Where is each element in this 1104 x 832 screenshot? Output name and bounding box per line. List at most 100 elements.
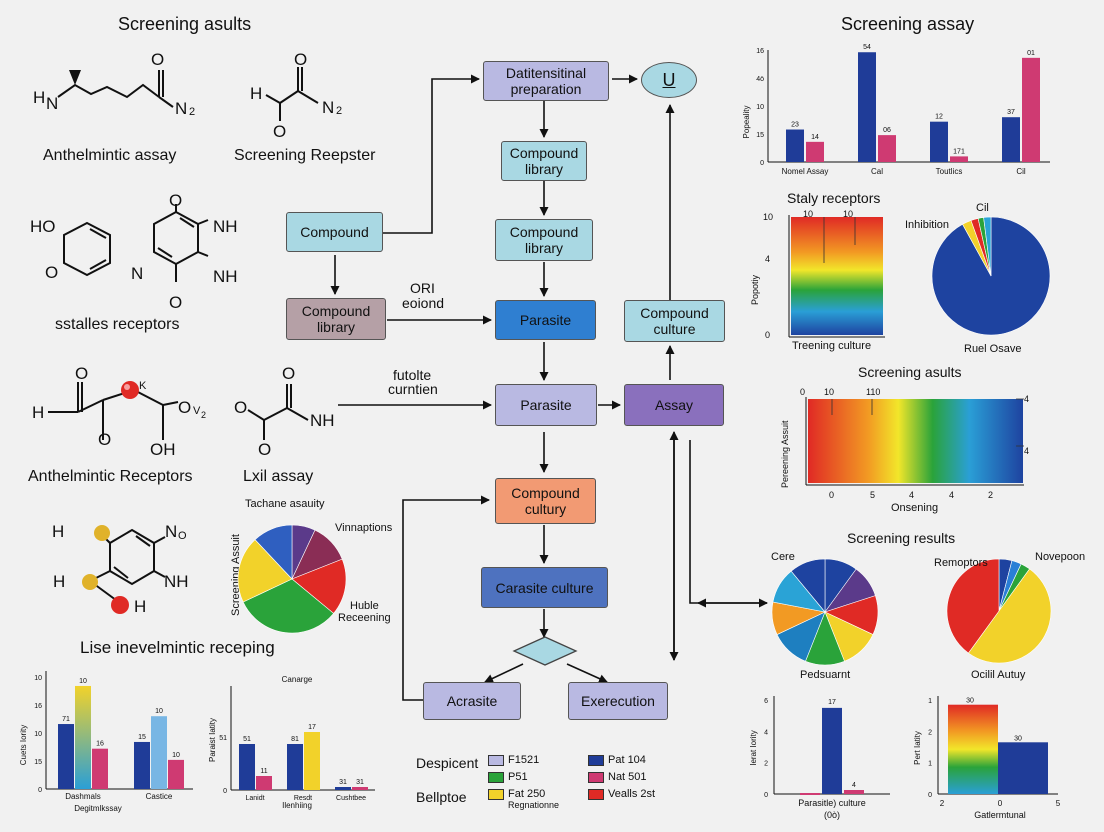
- bar: [256, 776, 272, 790]
- mol5-o: O: [75, 364, 89, 383]
- y-tick-label: 0: [760, 160, 764, 167]
- x-tick-label: Lanidt: [245, 795, 264, 802]
- bar-series-2: [806, 141, 824, 162]
- heat2-xlabel: Onsening: [891, 502, 939, 514]
- flow-parasite-2[interactable]: Parasite: [495, 384, 597, 426]
- heat1-tick-0: 0: [765, 330, 771, 340]
- pie-left-label-bottom1: Huble: [350, 600, 379, 612]
- bar-data-label: 30: [1014, 735, 1022, 742]
- mol5-k: K: [139, 380, 147, 392]
- y-tick-label: 4ö: [756, 76, 764, 83]
- y-tick-label: 0: [38, 787, 42, 794]
- caption-anthelmintic-receptors: Anthelmintic Receptors: [28, 468, 193, 485]
- y-tick-label: 6: [764, 698, 768, 705]
- mol6-o-bottom: O: [258, 440, 272, 459]
- pie-r1-label-cil: Cil: [976, 202, 989, 214]
- flow-u-oval[interactable]: U: [641, 62, 697, 98]
- bar: [92, 748, 108, 789]
- bar: [998, 742, 1048, 794]
- heat1-top-1: 10: [803, 209, 814, 219]
- pie-slice: [946, 558, 1000, 654]
- flow-assay-label: Assay: [654, 397, 694, 413]
- bar-series-1: [858, 52, 876, 162]
- mol1-h: H: [33, 88, 46, 107]
- bar: [822, 707, 842, 794]
- flow-exerecution-label: Exerecution: [581, 693, 655, 709]
- y-tick-label: 10: [34, 731, 42, 738]
- mol4-nh-top: NH: [213, 217, 238, 236]
- pie-r1-bottom: Ruel Osave: [964, 343, 1022, 355]
- x-tick-label: 5: [1056, 799, 1061, 808]
- y-tick-label: 1: [928, 698, 932, 705]
- bar-data-label: 23: [791, 122, 799, 129]
- heat2-right-2: 4: [1024, 446, 1030, 456]
- bar-data-label: 01: [1027, 50, 1035, 57]
- bar-data-label: 06: [883, 127, 891, 134]
- screening-asults-title: Screening asults: [858, 364, 962, 380]
- flow-lib2-line1: Compound: [509, 224, 579, 240]
- flow-carasite-culture[interactable]: Carasite culture: [481, 567, 608, 608]
- pie-slice: [983, 216, 992, 277]
- bar: [352, 787, 368, 790]
- y-axis-label: Popeality: [742, 106, 751, 139]
- bar: [75, 685, 91, 789]
- flow-culture1-line2: culture: [653, 321, 696, 337]
- flow-cultury-line1: Compound: [511, 485, 580, 501]
- bar-data-label: 10: [172, 752, 180, 759]
- mol2-n: N: [322, 98, 335, 117]
- bar-series-1: [930, 121, 948, 162]
- pie-r3-label-right: Novepoon: [1035, 551, 1086, 563]
- screening-results-title: Screening results: [847, 530, 956, 546]
- section-lise-inevelmintic: Lise inevelmintic receping: [80, 638, 275, 657]
- y-tick-label: 2: [928, 729, 932, 736]
- bar-data-label: 14: [811, 134, 819, 141]
- bar-data-label: 30: [966, 698, 974, 705]
- mol2-sub: 2: [336, 105, 343, 117]
- heatmap-2: [805, 397, 1024, 486]
- heat2-xtick-2: 5: [870, 490, 876, 500]
- bar: [151, 716, 167, 789]
- bar: [304, 732, 320, 790]
- bar-data-label: 37: [1007, 109, 1015, 116]
- mol4-nh-bottom: NH: [213, 267, 238, 286]
- legend-item-2: Pat 104: [608, 754, 646, 766]
- molecule-6: [247, 384, 309, 440]
- molecule-2: [265, 67, 319, 121]
- flow-lib3-line1: Compound: [301, 303, 371, 319]
- flow-parasite-1[interactable]: Parasite: [495, 300, 596, 340]
- bar: [844, 790, 864, 794]
- bar-data-label: 15: [138, 734, 146, 741]
- heat1-tick-4: 4: [765, 254, 771, 264]
- bar-data-label: 4: [852, 782, 856, 789]
- pie-left-title: Tachane asauity: [245, 498, 325, 510]
- heatmap-1: [788, 215, 885, 338]
- y-tick-label: 2: [764, 761, 768, 768]
- y-axis-label: Ierat Iority: [749, 730, 758, 766]
- legend-item-1: F1521: [508, 754, 540, 766]
- flow-compound[interactable]: Compound: [286, 212, 383, 252]
- heat2-xtick-3: 4: [909, 490, 915, 500]
- mol3-o: O: [45, 263, 59, 282]
- x-tick-label: Castice: [146, 792, 173, 801]
- flow-assay[interactable]: Assay: [624, 384, 724, 426]
- staly-receptors-title: Staly receptors: [787, 190, 881, 206]
- bar-data-label: 17: [308, 724, 316, 731]
- mol3-ho: HO: [30, 217, 56, 236]
- mol7-h-top: H: [52, 522, 65, 541]
- flow-acrasite[interactable]: Acrasite: [423, 682, 521, 720]
- right-section-title: Screening assay: [841, 14, 975, 34]
- mol6-o-top: O: [282, 364, 296, 383]
- mol7-nh: NH: [164, 572, 189, 591]
- mol7-no: N: [165, 522, 178, 541]
- flow-acrasite-label: Acrasite: [446, 693, 498, 709]
- mol1-n: N: [46, 94, 59, 113]
- flow-exerecution[interactable]: Exerecution: [568, 682, 668, 720]
